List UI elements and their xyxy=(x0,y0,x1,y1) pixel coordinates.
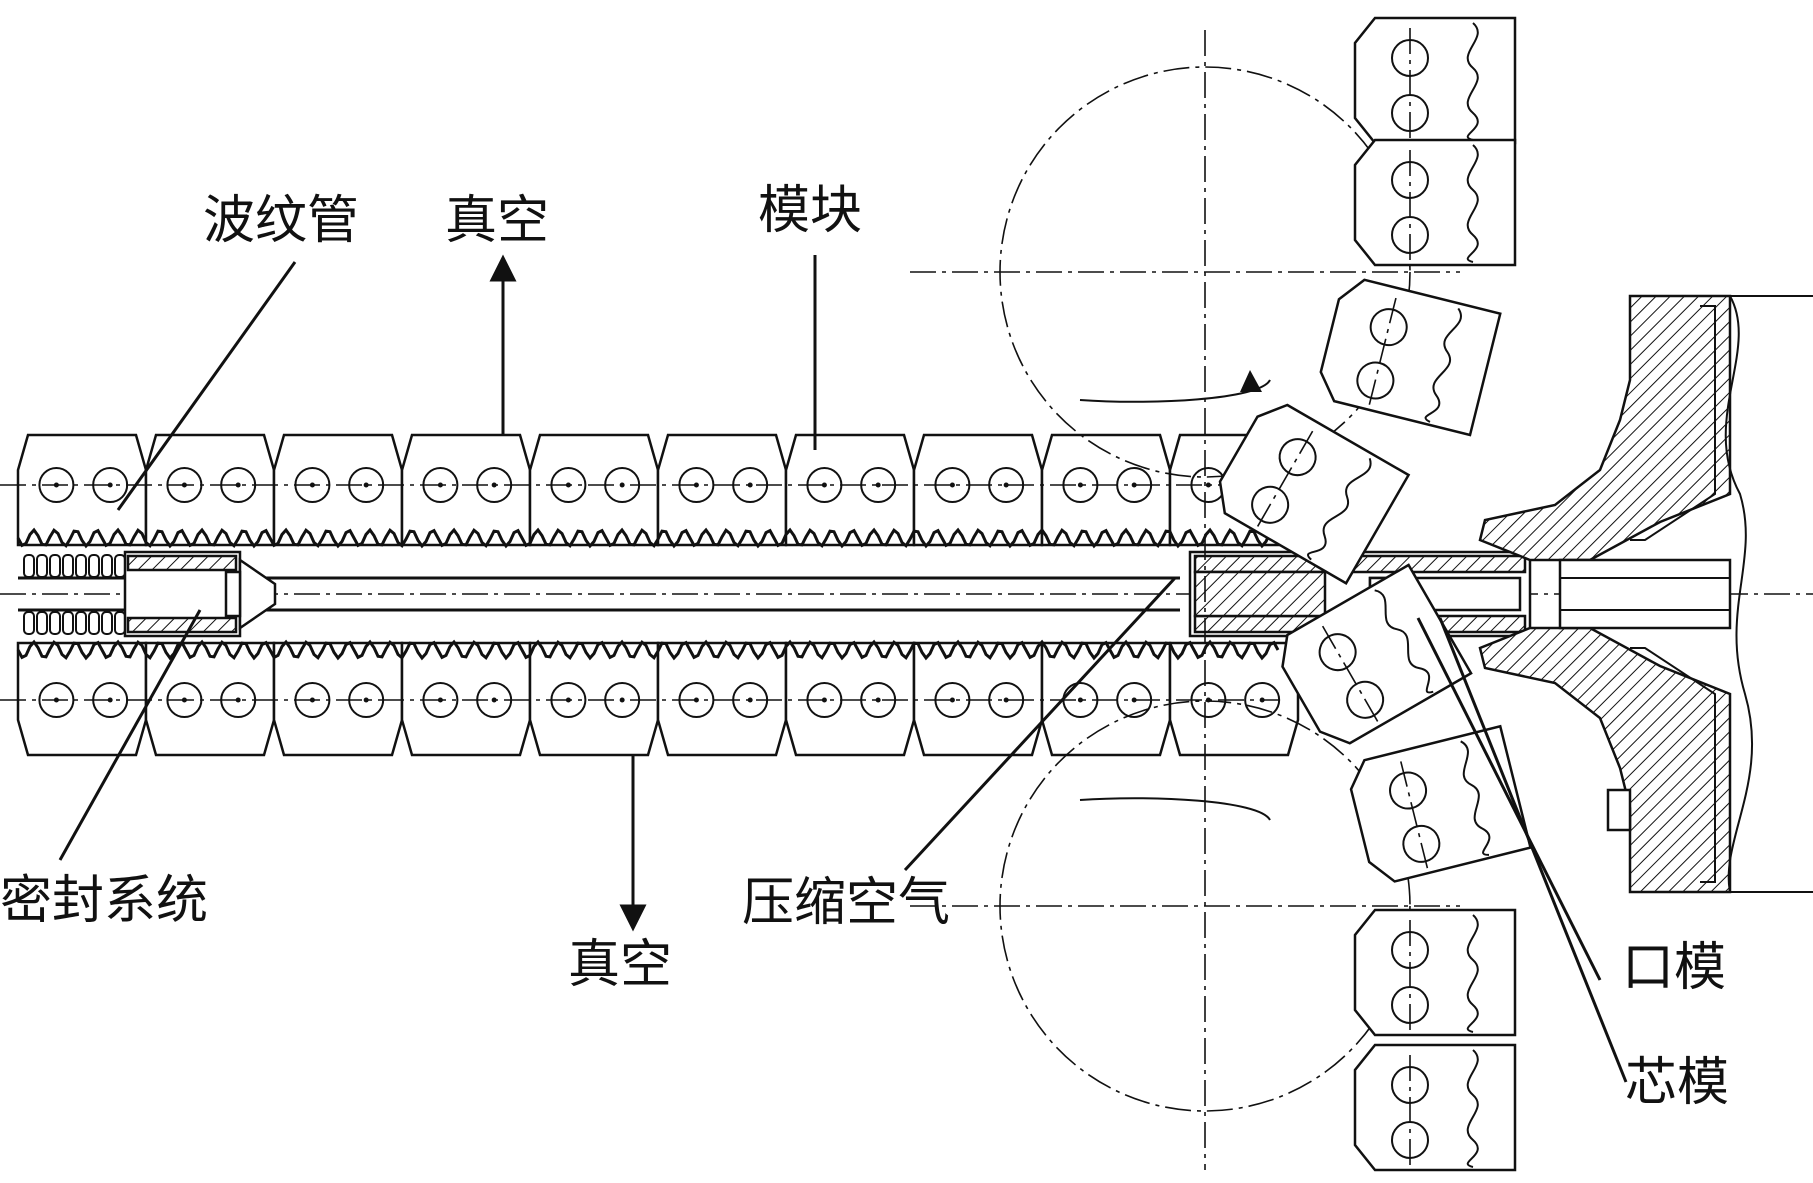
chain-block-bottom xyxy=(1353,1043,1517,1172)
chain-block-body xyxy=(1353,1043,1517,1172)
bellows-ring xyxy=(23,554,35,578)
extrusion-head xyxy=(1478,294,1813,894)
bellows-ring xyxy=(114,554,126,578)
block-bolt-center xyxy=(363,482,369,488)
block-bolt-center xyxy=(875,697,881,703)
top-mold-blocks xyxy=(0,433,1300,547)
leader-compressed-air xyxy=(903,576,1177,872)
chain-block-corrugation xyxy=(1466,22,1479,141)
label-bellows-pipe: 波纹管 xyxy=(203,191,359,251)
chain-block-body xyxy=(1353,138,1517,267)
chain-block-top xyxy=(1353,16,1517,145)
block-bolt-center xyxy=(107,697,113,703)
block-bolt-center xyxy=(1003,697,1009,703)
block-bolt-center xyxy=(949,482,955,488)
chain-block-body xyxy=(1319,278,1502,437)
bellows-ring xyxy=(62,611,74,635)
leader-lines xyxy=(58,254,1628,1083)
bellows-ring xyxy=(101,611,113,635)
chain-block-body xyxy=(1281,563,1473,745)
label-seal-system: 密封系统 xyxy=(0,871,208,931)
bellows-ring xyxy=(49,554,61,578)
seal-system-part xyxy=(123,550,277,638)
chain-block-centerline xyxy=(1321,625,1380,724)
bellows-ring xyxy=(62,554,74,578)
block-bolt xyxy=(38,682,75,718)
chain-block-body xyxy=(1353,16,1517,145)
label-compressed-air: 压缩空气 xyxy=(742,873,950,933)
chain-block-corrugation xyxy=(1374,589,1434,694)
chain-block-body xyxy=(1218,403,1411,585)
block-bolt-center xyxy=(821,697,827,703)
bellows-ring xyxy=(88,611,100,635)
label-vacuum-bottom: 真空 xyxy=(568,935,672,995)
bellows-ring xyxy=(23,611,35,635)
block-bolt xyxy=(38,467,75,503)
chain-block-bottom xyxy=(1349,724,1533,883)
block-bolt-center xyxy=(821,482,827,488)
chain-block-corrugation xyxy=(1466,1049,1479,1168)
label-module: 模块 xyxy=(758,181,862,241)
bellows-ring xyxy=(88,554,100,578)
corrugation-top xyxy=(16,527,1280,549)
block-bolt-center xyxy=(747,697,753,703)
chain-mold-blocks xyxy=(1218,16,1533,1172)
leader-die xyxy=(1416,617,1602,981)
chain-block-top xyxy=(1218,403,1411,585)
leader-seal xyxy=(58,609,202,861)
upper-guide-wheel xyxy=(910,66,1460,478)
block-bolt-center xyxy=(1077,697,1083,703)
block-bolt-center xyxy=(235,697,241,703)
chain-block-body xyxy=(1353,908,1517,1037)
block-bolt-center xyxy=(1003,482,1009,488)
chain-block-top xyxy=(1319,278,1502,437)
leader-mandrel xyxy=(1438,617,1628,1083)
bellows-ring xyxy=(75,554,87,578)
lower-guide-wheel xyxy=(910,700,1460,1112)
bellows-ring xyxy=(49,611,61,635)
chain-block-corrugation xyxy=(1307,458,1372,561)
block-bolt-center xyxy=(235,482,241,488)
bellows-ring xyxy=(101,554,113,578)
chain-block-top xyxy=(1353,138,1517,267)
chain-block-centerline xyxy=(1400,761,1429,871)
bellows-ring xyxy=(36,611,48,635)
block-bolt-center xyxy=(1077,482,1083,488)
bellows-pipe-end xyxy=(23,554,126,635)
leader-bellows xyxy=(116,261,297,511)
bellows-ring xyxy=(36,554,48,578)
chain-block-bottom xyxy=(1281,563,1473,745)
label-die: 口模 xyxy=(1622,938,1726,998)
block-bolt-center xyxy=(875,482,881,488)
corrugation-bottom xyxy=(16,639,1280,661)
chain-block-bottom xyxy=(1353,908,1517,1037)
chain-block-corrugation xyxy=(1460,740,1491,856)
chain-block-corrugation xyxy=(1424,307,1462,423)
chain-block-corrugation xyxy=(1466,144,1479,263)
block-bolt-center xyxy=(363,697,369,703)
chain-block-corrugation xyxy=(1466,914,1479,1033)
block-bolt-center xyxy=(747,482,753,488)
bellows-ring xyxy=(114,611,126,635)
label-mandrel: 芯模 xyxy=(1625,1053,1729,1113)
block-bolt-center xyxy=(949,697,955,703)
bellows-ring xyxy=(75,611,87,635)
bottom-mold-blocks xyxy=(0,641,1300,757)
label-vacuum-top: 真空 xyxy=(445,191,549,251)
chain-block-centerline xyxy=(1368,297,1397,407)
chain-block-body xyxy=(1349,724,1533,883)
block-bolt-center xyxy=(107,482,113,488)
chain-block-centerline xyxy=(1255,430,1314,529)
